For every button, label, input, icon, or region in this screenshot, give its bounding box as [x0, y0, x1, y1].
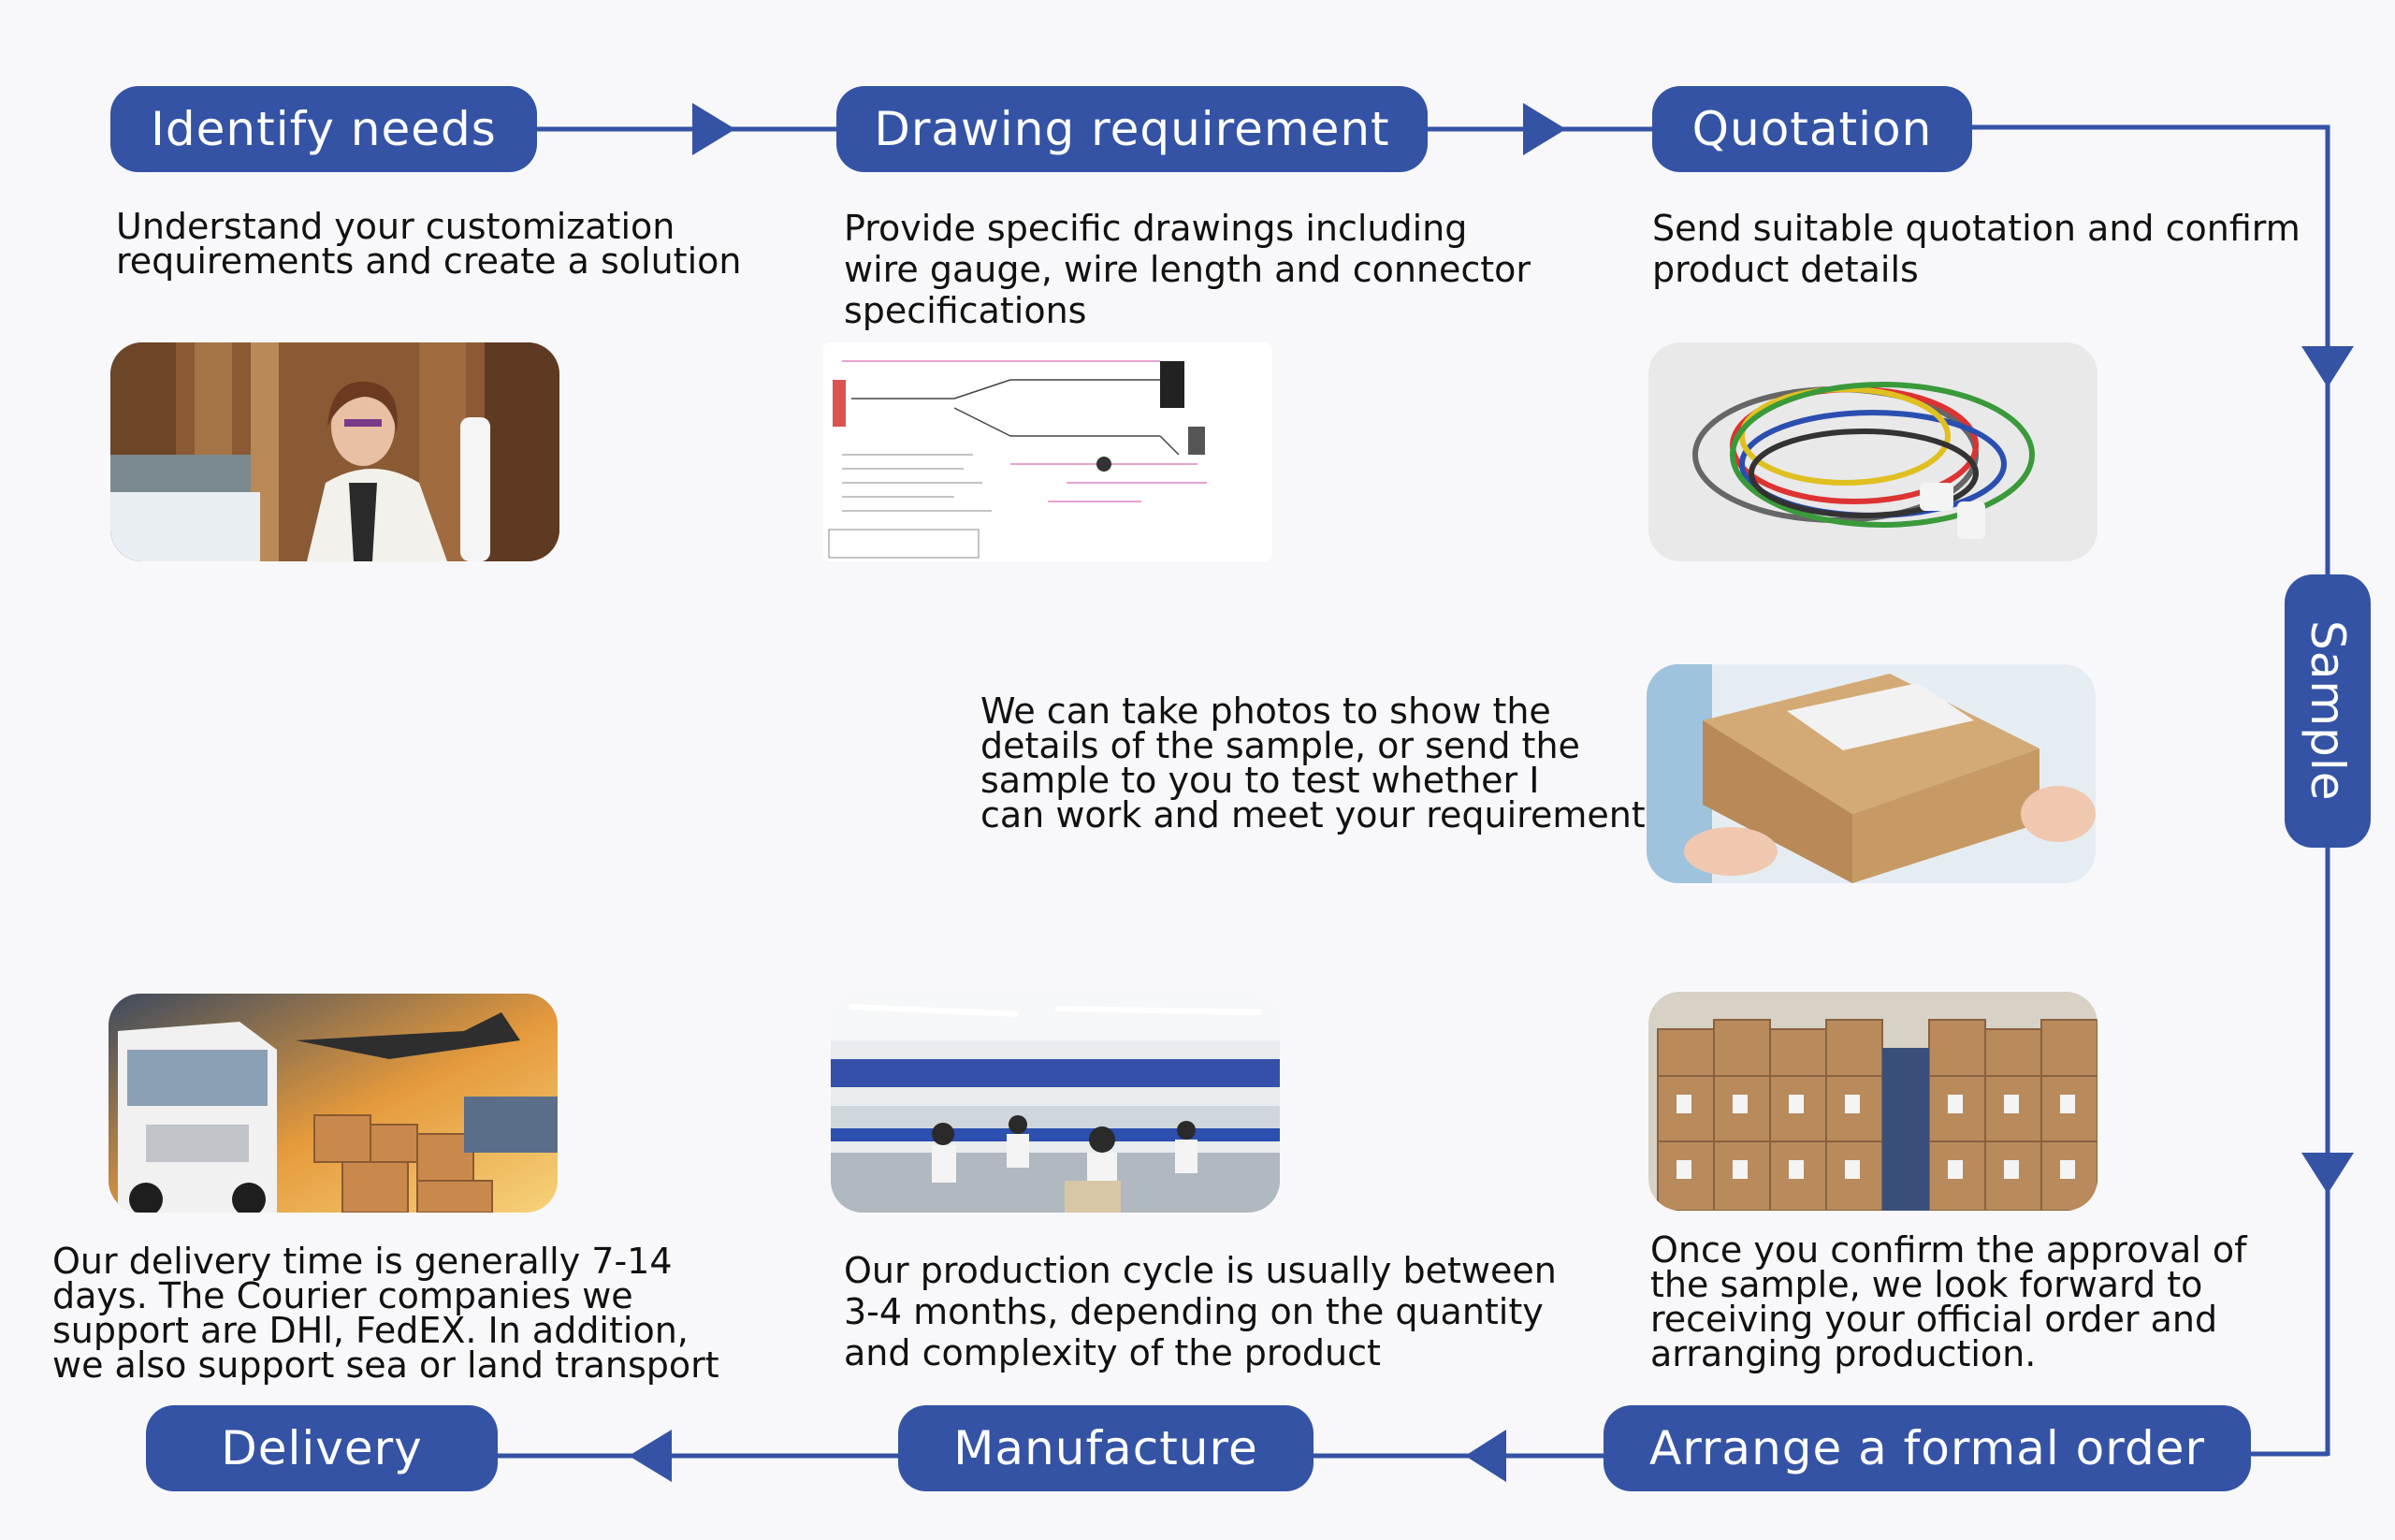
identify-description: Understand your customization requiremen… [116, 206, 742, 282]
arrow-right-icon [1523, 103, 1566, 155]
photo-logistics-transport [109, 994, 558, 1213]
step-arrange-order: Arrange a formal order [1604, 1405, 2251, 1491]
step-label: Delivery [221, 1421, 423, 1475]
arrow-down-icon [2301, 346, 2354, 387]
connector-quotation-sample [1972, 124, 2330, 576]
step-label: Arrange a formal order [1648, 1421, 2206, 1475]
arrow-left-icon [629, 1430, 672, 1482]
arrow-down-icon [2301, 1153, 2354, 1194]
photo-wire-harness [1648, 342, 2097, 561]
manufacture-description: Our production cycle is usually between … [844, 1250, 1557, 1373]
photo-businesswoman-phone [110, 342, 559, 561]
step-identify-needs: Identify needs [110, 86, 537, 172]
step-delivery: Delivery [146, 1405, 498, 1491]
photo-factory-workshop [831, 994, 1280, 1213]
step-label: Manufacture [953, 1421, 1258, 1475]
step-sample: Sample [2285, 574, 2371, 848]
step-label: Drawing requirement [874, 102, 1390, 156]
arrow-left-icon [1465, 1430, 1506, 1482]
order-description: Once you confirm the approval of the sam… [1650, 1229, 2247, 1374]
sample-description: We can take photos to show the details o… [980, 690, 1676, 835]
arrow-right-icon [692, 103, 735, 155]
step-manufacture: Manufacture [898, 1405, 1314, 1491]
photo-wiring-drawing [823, 342, 1272, 561]
photo-packed-boxes [1648, 992, 2097, 1211]
delivery-description: Our delivery time is generally 7-14 days… [52, 1241, 719, 1386]
photo-sample-box [1647, 664, 2096, 883]
drawing-description: Provide specific drawings including wire… [844, 208, 1531, 331]
step-label: Quotation [1691, 102, 1933, 156]
step-label: Sample [2301, 620, 2355, 802]
step-quotation: Quotation [1652, 86, 1972, 172]
quotation-description: Send suitable quotation and confirm prod… [1652, 208, 2301, 290]
step-drawing-requirement: Drawing requirement [836, 86, 1428, 172]
step-label: Identify needs [151, 102, 497, 156]
